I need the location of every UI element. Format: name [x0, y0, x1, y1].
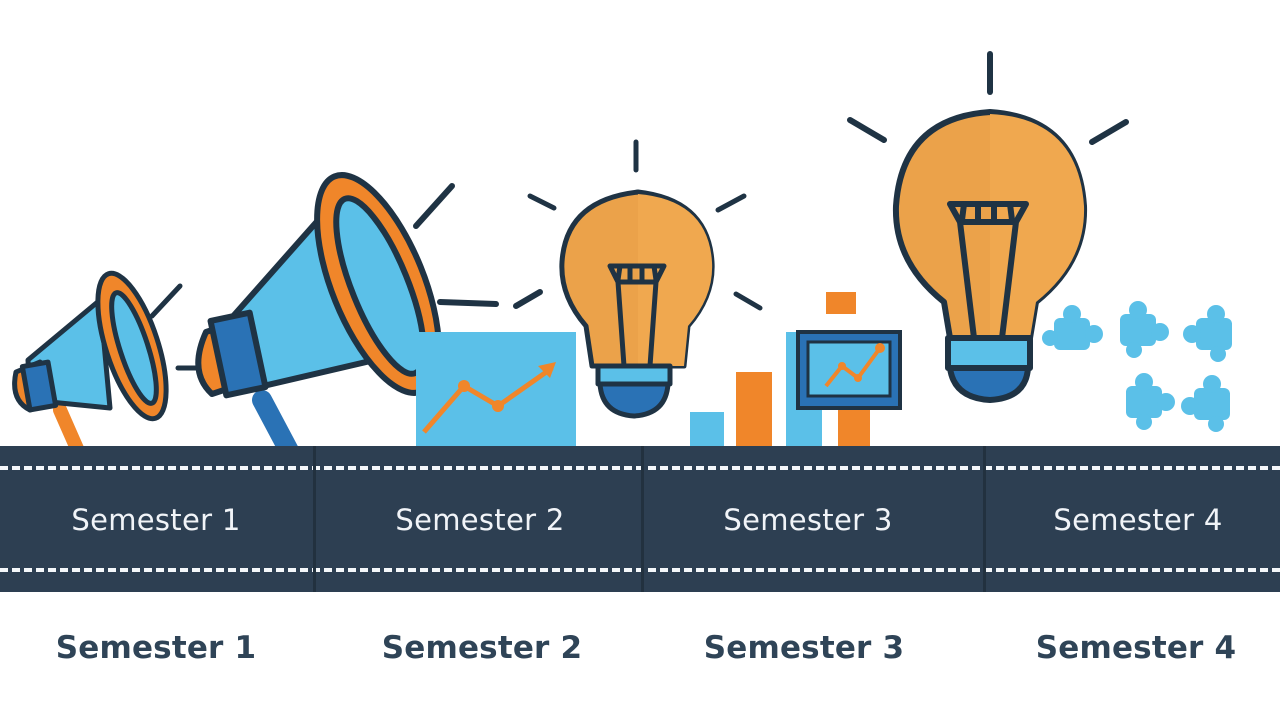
- label-semester-3: Semester 3: [703, 630, 905, 666]
- puzzle-icon: [1042, 301, 1232, 432]
- label-semester-4: Semester 4: [1035, 630, 1237, 666]
- megaphone-icon: [12, 270, 207, 450]
- label-semester-2: Semester 2: [381, 630, 583, 666]
- road-label-semester-4: Semester 4: [1053, 503, 1223, 537]
- lane-marking-bottom: [0, 568, 1280, 572]
- road-label-semester-2: Semester 2: [395, 503, 565, 537]
- timeline-road: Semester 1 Semester 2 Semester 3 Semeste…: [0, 446, 1280, 592]
- megaphone-icon: [195, 172, 543, 450]
- lightbulb-icon: [847, 51, 1129, 403]
- road-label-semester-1: Semester 1: [71, 503, 241, 537]
- line-chart-icon: [416, 332, 576, 448]
- segment-divider: [641, 446, 644, 592]
- lane-marking-top: [0, 466, 1280, 470]
- lightbulb-icon: [527, 139, 763, 419]
- segment-divider: [313, 446, 316, 592]
- bar-chart-icon: [690, 292, 902, 448]
- illustration-layer: [12, 51, 1232, 450]
- road-label-semester-3: Semester 3: [723, 503, 893, 537]
- segment-divider: [983, 446, 986, 592]
- label-semester-1: Semester 1: [55, 630, 257, 666]
